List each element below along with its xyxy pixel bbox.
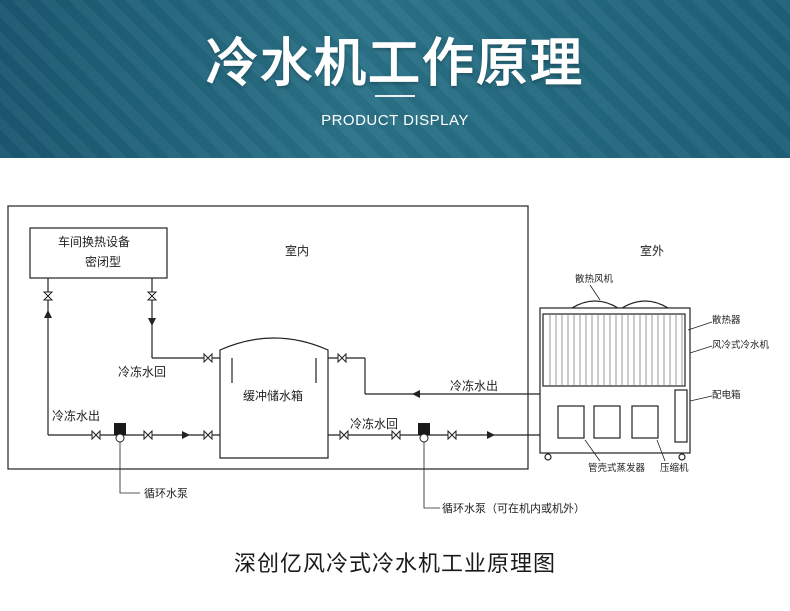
pump-left-icon <box>114 423 126 435</box>
equipment-label: 车间换热设备 <box>58 234 130 249</box>
indoor-region <box>7 205 529 470</box>
header-banner: 冷水机工作原理 PRODUCT DISPLAY <box>0 0 790 158</box>
valve-icon <box>91 429 101 441</box>
buffer-tank <box>219 337 329 459</box>
outdoor-label: 室外 <box>640 243 664 258</box>
valve-icon <box>146 291 158 301</box>
comp-leader <box>656 439 666 462</box>
fan-label: 散热风机 <box>575 273 614 285</box>
compressor-label: 压缩机 <box>660 462 689 474</box>
chiller-label: 风冷式冷水机 <box>712 339 770 351</box>
valve-icon <box>447 429 457 441</box>
valve-icon <box>339 429 349 441</box>
arrow-up-icon <box>44 310 52 318</box>
page-subtitle: PRODUCT DISPLAY <box>321 112 469 129</box>
supply-water-right-label: 冷冻水出 <box>450 378 498 393</box>
pump-left-body-icon <box>115 433 125 443</box>
fan-leader <box>589 284 601 301</box>
evaporator-module-1 <box>557 405 585 439</box>
evap-leader <box>584 439 601 462</box>
banner-pattern <box>0 0 790 158</box>
evaporator-label: 管壳式蒸发器 <box>588 462 646 474</box>
chiller-schematic: 室内 室外 车间换热设备 密闭型 冷冻水回 冷冻水出 缓冲储水箱 冷冻水出 冷冻… <box>7 205 770 515</box>
pump-right-label: 循环水泵（可在机内或机外） <box>442 501 585 515</box>
radiator-leader <box>687 321 713 331</box>
supply-water-left-label: 冷冻水出 <box>52 408 100 423</box>
valve-icon <box>203 429 213 441</box>
arrow-right-icon <box>487 431 495 439</box>
valve-icon <box>337 352 347 364</box>
valve-icon <box>42 291 54 301</box>
evaporator-module-2 <box>593 405 621 439</box>
pump-left-label: 循环水泵 <box>144 487 188 500</box>
tank-label: 缓冲储水箱 <box>243 388 303 403</box>
pump-left-leader <box>119 442 140 494</box>
condenser-coil <box>542 313 686 387</box>
arrow-right-icon-2 <box>182 431 190 439</box>
valve-icon <box>391 429 401 441</box>
title-divider <box>375 95 415 97</box>
wheel-left <box>544 453 552 461</box>
radiator-label: 散热器 <box>712 314 741 326</box>
arrow-down-icon <box>148 318 156 326</box>
electric-box-label: 配电箱 <box>712 389 741 401</box>
pump-right-body-icon <box>419 433 429 443</box>
workshop-equipment-box <box>29 227 168 279</box>
pump-right-leader <box>423 442 440 509</box>
indoor-label: 室内 <box>285 243 309 258</box>
diagram-caption: 深创亿风冷式冷水机工业原理图 <box>233 552 556 577</box>
return-water-left-label: 冷冻水回 <box>118 364 166 379</box>
valve-icon <box>203 352 213 364</box>
fan-left <box>571 300 619 309</box>
evaporator-module-3 <box>631 405 659 439</box>
arrow-left-icon <box>412 390 420 398</box>
return-water-right-label: 冷冻水回 <box>350 416 398 431</box>
equipment-sub-label: 密闭型 <box>85 254 121 269</box>
page-title: 冷水机工作原理 <box>205 34 584 94</box>
chiller-unit <box>539 307 691 454</box>
ebox-leader <box>689 395 713 402</box>
pump-right-icon <box>418 423 430 435</box>
wheel-right <box>678 453 686 461</box>
fan-right <box>621 300 669 309</box>
chiller-leader <box>689 345 713 354</box>
valve-icon <box>143 429 153 441</box>
electric-box <box>674 389 688 443</box>
